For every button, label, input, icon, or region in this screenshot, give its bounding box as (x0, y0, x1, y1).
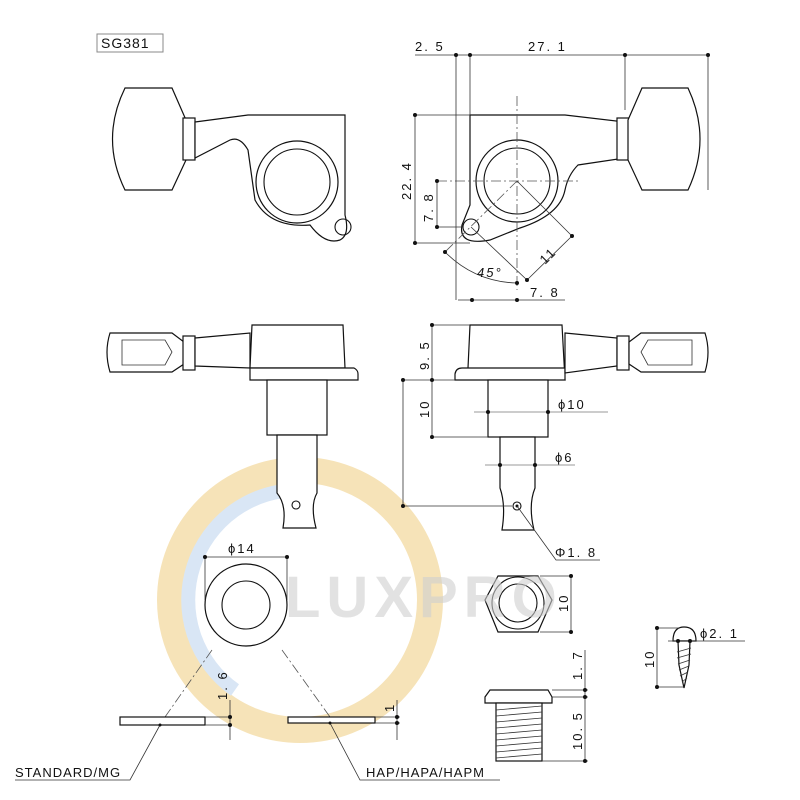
label-standard: STANDARD/MG (15, 765, 121, 780)
watermark-inner-arc (181, 482, 301, 696)
dim-bushing-dia: ϕ10 (558, 397, 586, 412)
bushing-post (487, 379, 549, 438)
tuner-knob-side (106, 332, 185, 373)
knob-collar (182, 335, 196, 371)
shaft (194, 332, 251, 369)
screw-shaft (677, 640, 691, 689)
string-post (276, 434, 318, 529)
dim-length: 27. 1 (528, 39, 567, 54)
housing-side (249, 324, 346, 369)
string-post (499, 436, 536, 531)
screw-head (672, 626, 697, 642)
washer: ϕ14 1. 6 1 STANDARD/MG HAP/HAPA/HAPM (15, 541, 500, 781)
dim-angle: 45° (477, 265, 503, 280)
wood-screw: 10 ϕ2. 1 (642, 626, 745, 689)
string-hole (512, 501, 522, 511)
dim-height: 22. 4 (399, 161, 414, 200)
dim-nut-width: 10 (556, 594, 571, 612)
dim-string-hole: Φ1. 8 (555, 545, 597, 560)
nut-flange (484, 689, 553, 704)
model-label: SG381 (101, 35, 150, 51)
side-view-right (454, 324, 709, 531)
gear-ring-inner (263, 148, 331, 216)
dim-standard-thickness: 1. 6 (215, 670, 230, 700)
label-hap: HAP/HAPA/HAPM (366, 765, 485, 780)
dim-post-dia: ϕ6 (555, 450, 574, 465)
bushing-post (266, 379, 328, 436)
dim-hap-thickness: 1 (382, 703, 397, 712)
washer-standard (119, 716, 206, 726)
center-line-diagonal (444, 180, 518, 253)
dim-offset: 2. 5 (415, 39, 445, 54)
front-view-left (112, 87, 352, 242)
side-view-left (106, 324, 359, 529)
hex-nut: 1. 7 10. 5 (484, 574, 588, 763)
shaft (564, 332, 618, 374)
mounting-hole (334, 218, 352, 236)
dim-washer-dia: ϕ14 (228, 541, 256, 556)
front-view-dimensions: 2. 5 27. 1 22. 4 7. 8 11 45° 7. 8 (399, 39, 710, 302)
dim-nut-flange: 1. 7 (570, 650, 585, 680)
knob-collar (616, 117, 630, 161)
side-view-dimensions: 9. 5 10 ϕ10 ϕ6 Φ1. 8 (401, 323, 608, 561)
dim-screw-dia: ϕ2. 1 (700, 626, 739, 641)
gear-ring-outer (255, 140, 339, 224)
model-label-box (96, 33, 164, 53)
knob-collar (616, 335, 630, 371)
tuner-knob-side (628, 332, 709, 373)
dim-hole-offset: 7. 8 (530, 285, 560, 300)
nut-top (484, 575, 553, 633)
housing-flange (454, 367, 566, 381)
tuner-knob (112, 87, 187, 191)
string-hole (291, 500, 301, 510)
dim-body-height: 9. 5 (417, 340, 432, 370)
washer-outer (204, 563, 288, 647)
washer-hap (287, 716, 376, 724)
washer-inner (221, 580, 271, 630)
dim-screw-length: 10 (642, 650, 657, 668)
knob-collar (182, 117, 196, 161)
housing-flange (249, 367, 359, 381)
dim-bushing-height: 10 (417, 400, 432, 418)
tuner-knob (627, 87, 701, 191)
dim-nut-length: 10. 5 (570, 711, 585, 750)
dim-hole-radius: 11 (537, 244, 560, 267)
dim-hole-height: 7. 8 (421, 192, 436, 222)
front-view-right (437, 87, 701, 290)
